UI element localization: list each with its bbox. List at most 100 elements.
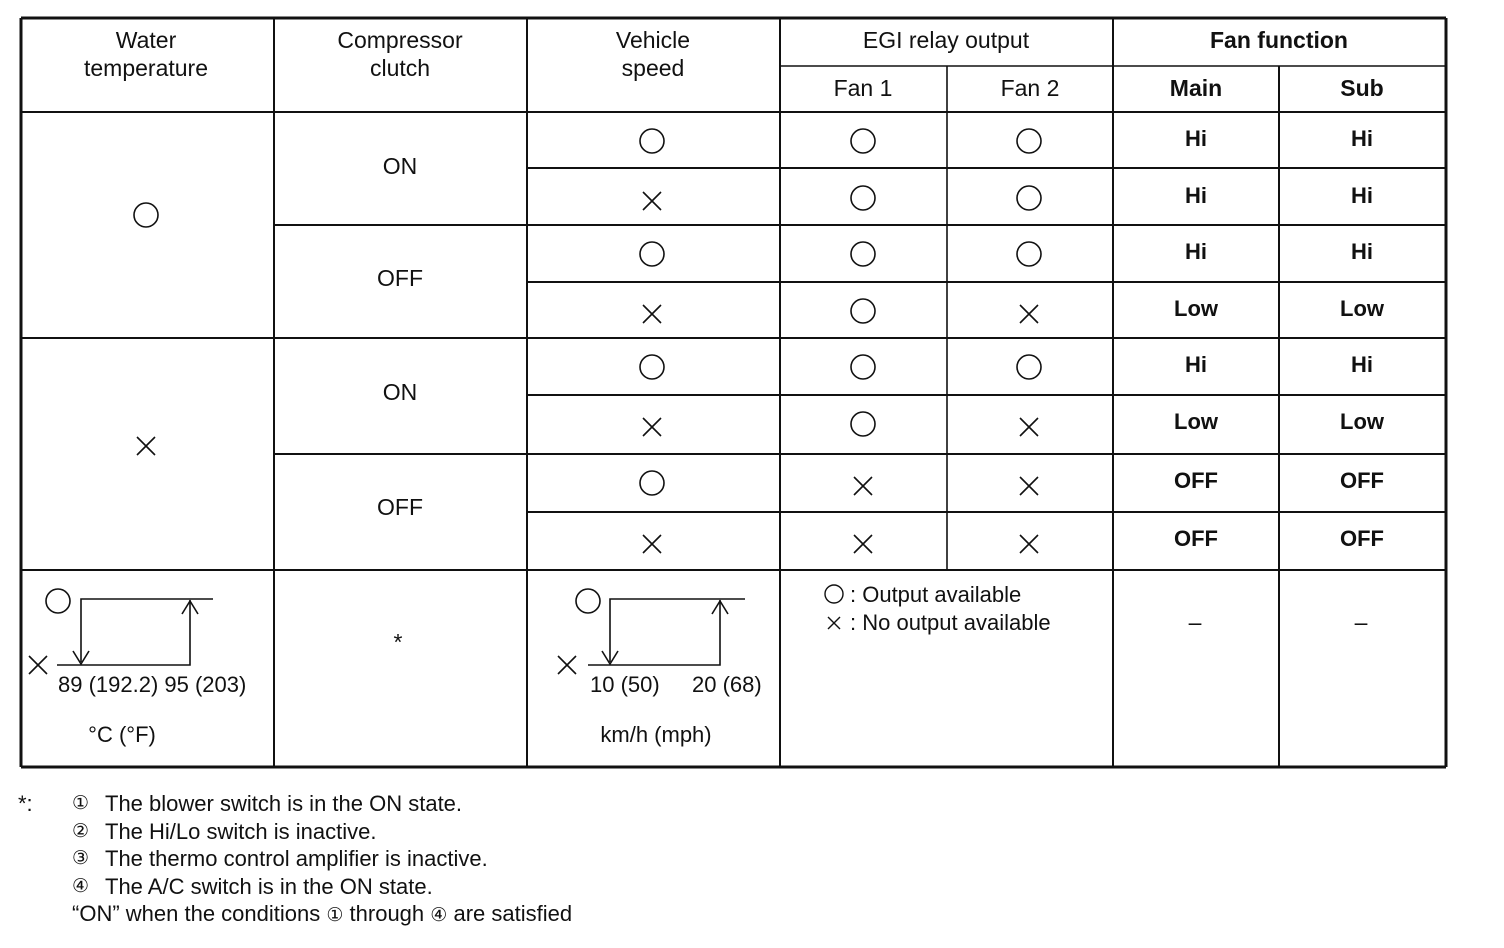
row5-speed-circle-icon: [639, 354, 665, 380]
speed-lower-line: [588, 600, 721, 666]
row7-fan1-cross-icon: [853, 476, 873, 496]
fan-condition-table: Water temperature Compressor clutch Vehi…: [19, 16, 1448, 769]
header-clutch-line1: Compressor: [337, 27, 463, 53]
row1-fan2-circle-icon: [1016, 128, 1042, 154]
speed-value-low: 10 (50): [590, 672, 660, 697]
row7-sub: OFF: [1340, 468, 1384, 493]
row8-fan2-cross-icon: [1019, 534, 1039, 554]
row8-sub: OFF: [1340, 526, 1384, 551]
footnote-row: ③ The thermo control amplifier is inacti…: [18, 845, 572, 873]
header-main: Main: [1170, 75, 1222, 101]
row6-main: Low: [1174, 409, 1219, 434]
row2-fan2-circle-icon: [1016, 185, 1042, 211]
arrow-down-icon: [72, 650, 90, 666]
row1-fan1-circle-icon: [850, 128, 876, 154]
hysteresis-lower-line: [57, 600, 191, 666]
hysteresis-upper-line: [80, 598, 213, 662]
row2-fan1-circle-icon: [850, 185, 876, 211]
speed-unit: km/h (mph): [600, 722, 711, 747]
row3-sub: Hi: [1351, 239, 1373, 264]
row5-main: Hi: [1185, 352, 1207, 377]
header-sub: Sub: [1340, 75, 1383, 101]
row4-fan2-cross-icon: [1019, 304, 1039, 324]
footnote-marker: *:: [18, 791, 33, 816]
row8-main: OFF: [1174, 526, 1218, 551]
legend-symbols: [824, 584, 844, 630]
speed-upper-line: [609, 598, 745, 662]
row7-speed-circle-icon: [639, 470, 665, 496]
hysteresis-off-cross-icon-b: [28, 655, 48, 675]
header-water-line1: Water: [116, 27, 177, 53]
row8-fan1-cross-icon: [853, 534, 873, 554]
footnote-row: ② The Hi/Lo switch is inactive.: [18, 818, 572, 846]
row2-main: Hi: [1185, 183, 1207, 208]
footnote-row: *: ① The blower switch is in the ON stat…: [18, 790, 572, 818]
row3-fan1-circle-icon: [850, 241, 876, 267]
footnote-summary: “ON” when the conditions ① through ④ are…: [72, 901, 573, 926]
speed-off-cross-icon-b: [557, 655, 577, 675]
row3-fan2-circle-icon: [1016, 241, 1042, 267]
header-fan-function: Fan function: [1210, 27, 1348, 53]
speed-arrow-down-icon: [601, 650, 619, 666]
row4-sub: Low: [1340, 296, 1385, 321]
row6-sub: Low: [1340, 409, 1385, 434]
row1-sub: Hi: [1351, 126, 1373, 151]
header-fan1: Fan 1: [834, 75, 893, 101]
water-temp-unit: °C (°F): [88, 722, 156, 747]
footnote-number: ①: [72, 792, 90, 814]
header-speed-line1: Vehicle: [616, 27, 690, 53]
sub-dash: –: [1355, 609, 1368, 635]
water-group-2-cross-icon: [136, 436, 156, 456]
footnote-text: The thermo control amplifier is inactive…: [105, 846, 488, 871]
clutch-group-1: ON: [383, 153, 418, 179]
legend-output-available: : Output available: [850, 582, 1021, 607]
row6-speed-cross-icon: [642, 417, 662, 437]
row5-fan2-circle-icon: [1016, 354, 1042, 380]
row7-main: OFF: [1174, 468, 1218, 493]
water-temp-hysteresis-diagram: [28, 588, 213, 675]
clutch-group-3: ON: [383, 379, 418, 405]
footnote-row: ④ The A/C switch is in the ON state.: [18, 873, 572, 901]
speed-on-circle-icon: [575, 588, 601, 614]
legend-circle-icon: [824, 584, 844, 604]
speed-value-high: 20 (68): [692, 672, 762, 697]
row3-main: Hi: [1185, 239, 1207, 264]
row3-speed-circle-icon: [639, 241, 665, 267]
clutch-footnote-marker: *: [394, 629, 403, 655]
clutch-group-2: OFF: [377, 265, 423, 291]
speed-arrow-up-icon: [711, 599, 729, 615]
row8-speed-cross-icon: [642, 534, 662, 554]
footnote-number: ④: [72, 874, 90, 897]
clutch-group-4: OFF: [377, 494, 423, 520]
row4-main: Low: [1174, 296, 1219, 321]
footnote-number: ③: [72, 847, 90, 869]
main-dash: –: [1189, 609, 1202, 635]
header-clutch-line2: clutch: [370, 55, 430, 81]
legend-no-output-available: : No output available: [850, 610, 1051, 635]
header-speed-line2: speed: [622, 55, 685, 81]
footnote-text: The blower switch is in the ON state.: [105, 791, 463, 816]
water-temp-values: 89 (192.2) 95 (203): [58, 672, 246, 697]
symbol-layer: [133, 128, 1042, 554]
row5-sub: Hi: [1351, 352, 1373, 377]
footnote-number: ②: [72, 819, 90, 842]
row1-speed-circle-icon: [639, 128, 665, 154]
row5-fan1-circle-icon: [850, 354, 876, 380]
header-water-line2: temperature: [84, 55, 208, 81]
legend-cross-icon-b: [827, 616, 841, 630]
row2-sub: Hi: [1351, 183, 1373, 208]
water-group-1-circle-icon: [133, 202, 159, 228]
header-egi-relay-output: EGI relay output: [863, 27, 1030, 53]
row1-main: Hi: [1185, 126, 1207, 151]
row6-fan2-cross-icon: [1019, 417, 1039, 437]
row7-fan2-cross-icon: [1019, 476, 1039, 496]
footnotes: *: ① The blower switch is in the ON stat…: [18, 790, 572, 930]
arrow-up-icon: [181, 599, 199, 615]
hysteresis-on-circle-icon: [45, 588, 71, 614]
row4-speed-cross-icon: [642, 304, 662, 324]
row4-fan1-circle-icon: [850, 298, 876, 324]
footnote-text: The A/C switch is in the ON state.: [105, 873, 433, 899]
header-fan2: Fan 2: [1001, 75, 1060, 101]
row2-speed-cross-icon: [642, 191, 662, 211]
row6-fan1-circle-icon: [850, 411, 876, 437]
